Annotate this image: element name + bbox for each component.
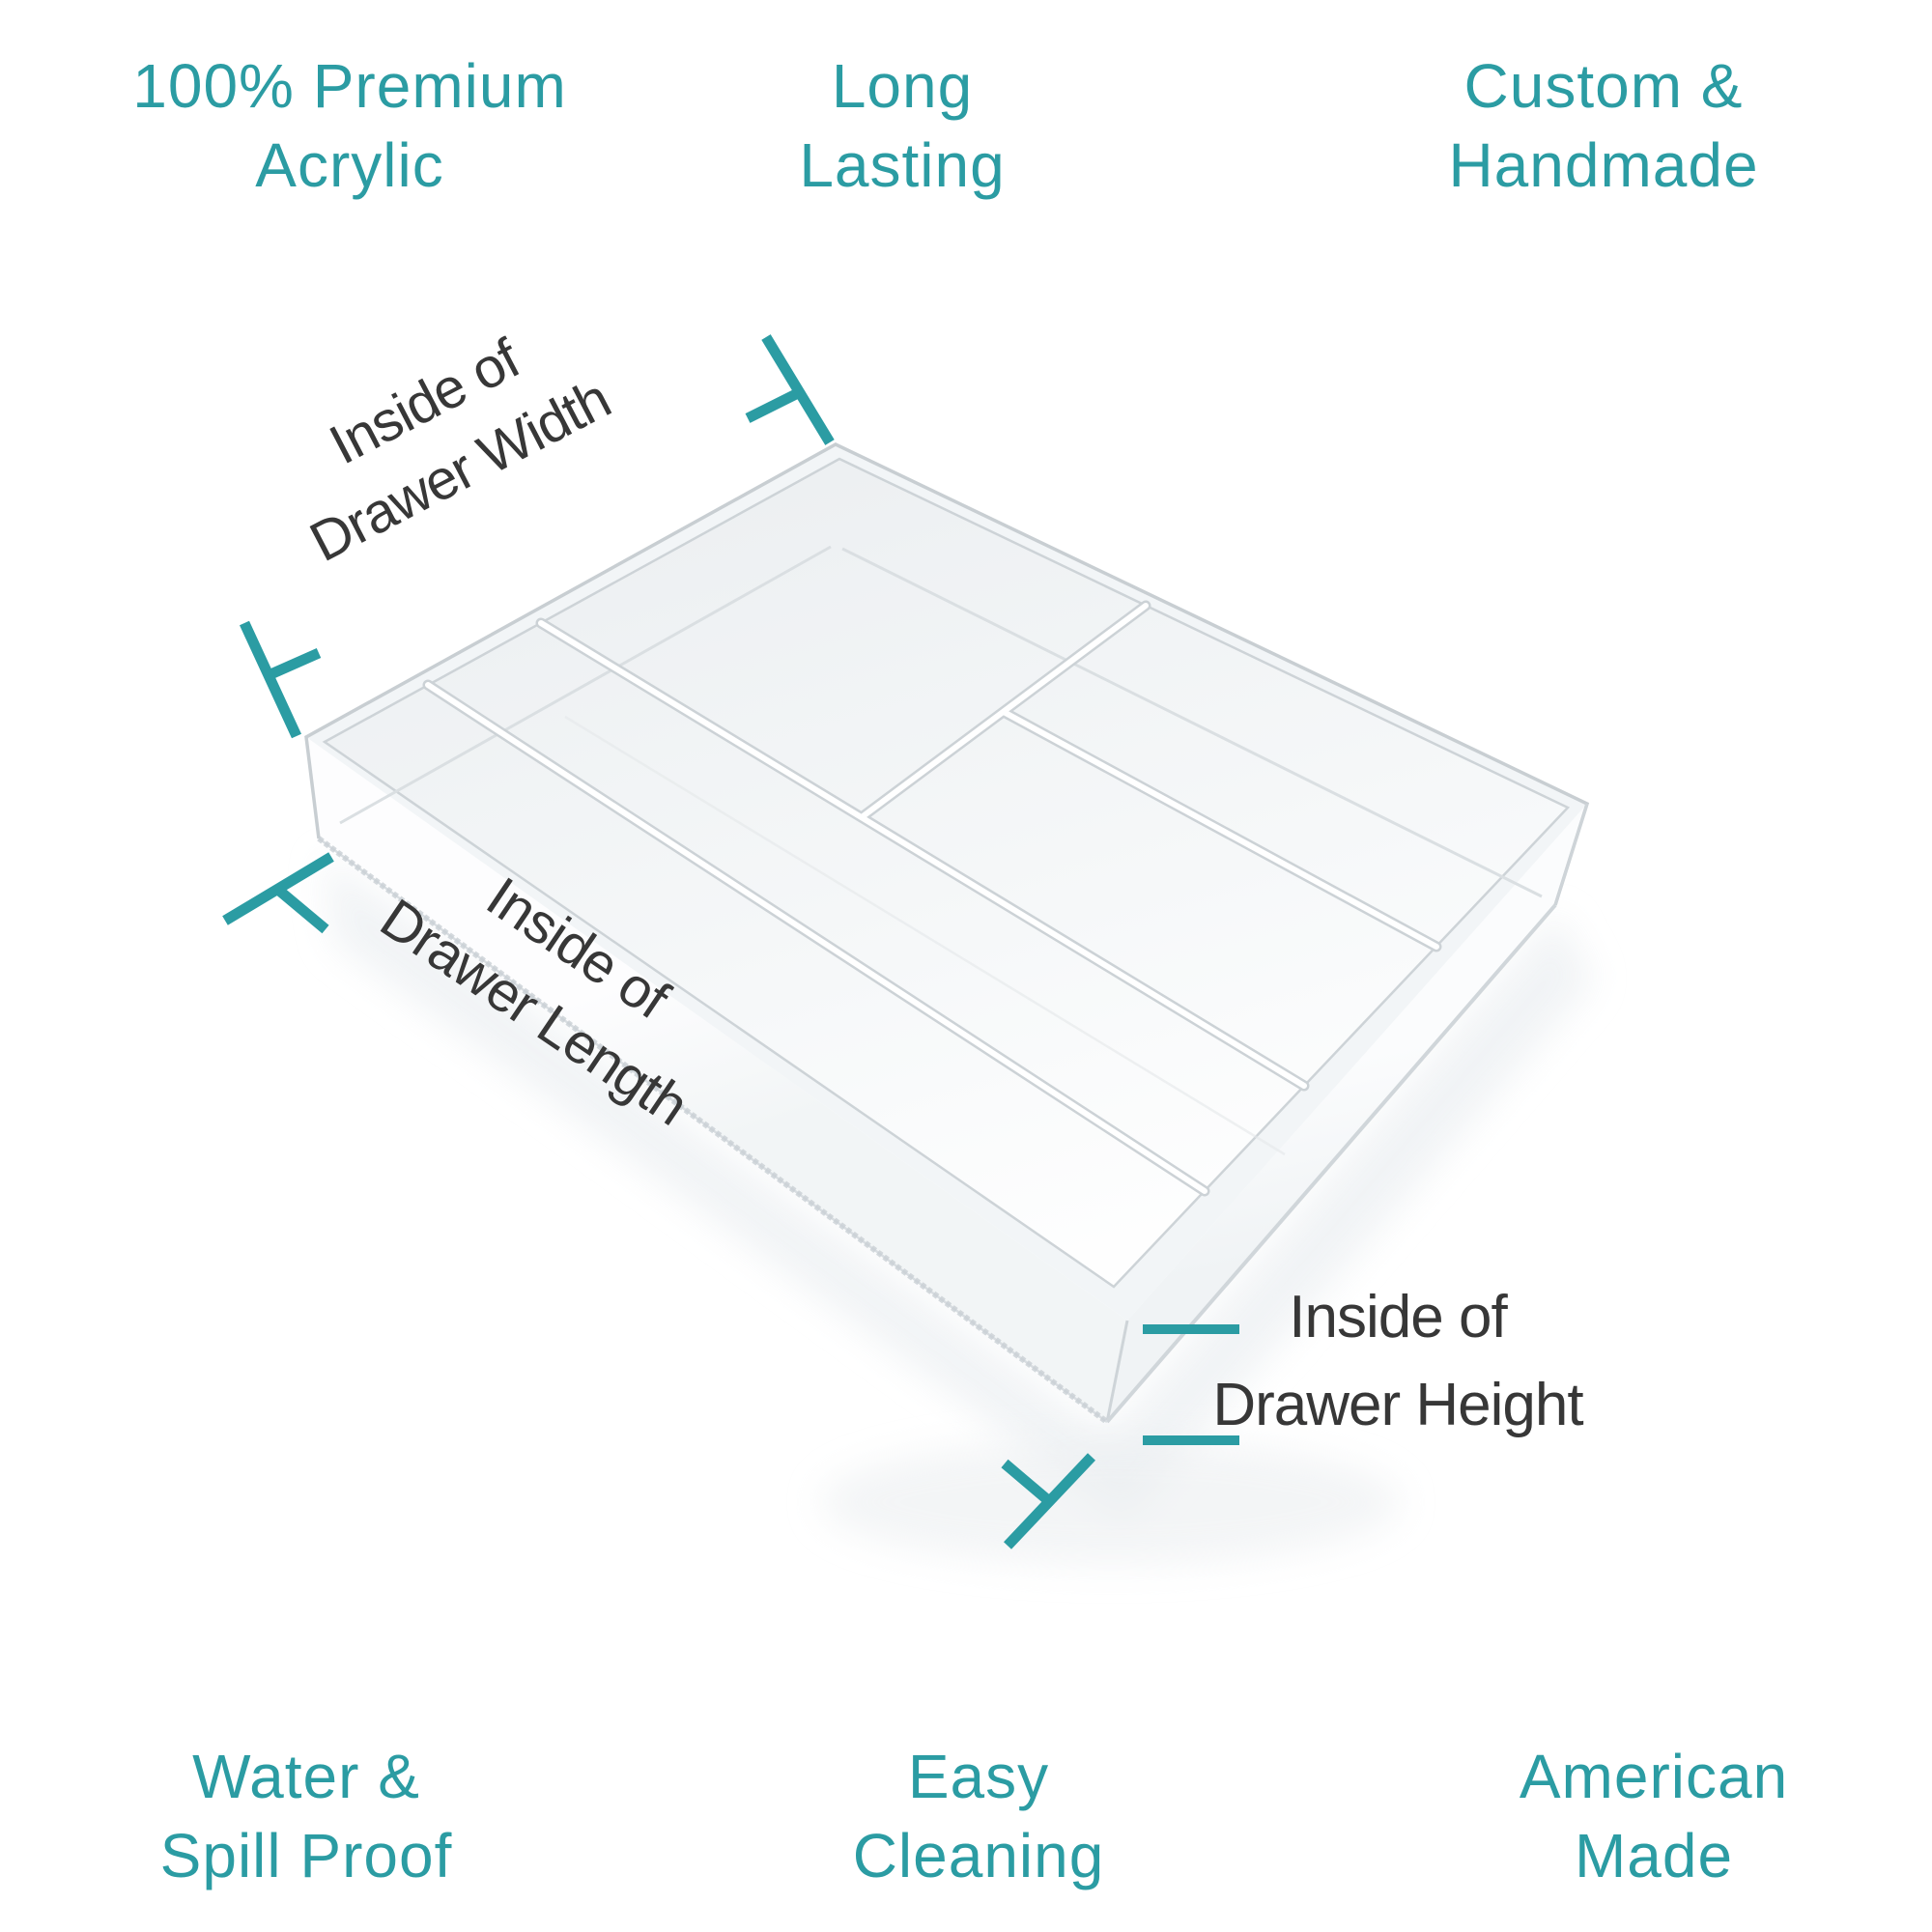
- tray-shadow-reflection: [324, 855, 1594, 1565]
- compartment-dividers: [422, 600, 1442, 1197]
- frosted-bottom-edge: [317, 836, 1109, 1425]
- dimension-label-drawer-height: Inside of Drawer Height: [1127, 1273, 1668, 1449]
- feature-line: American: [1519, 1742, 1789, 1811]
- dimension-line: Drawer Height: [1212, 1372, 1583, 1438]
- feature-line: Acrylic: [255, 130, 444, 200]
- feature-american-made: American Made: [1383, 1737, 1924, 1895]
- feature-line: Lasting: [799, 130, 1006, 200]
- feature-line: Long: [831, 51, 974, 121]
- feature-line: 100% Premium: [132, 51, 567, 121]
- feature-premium-acrylic: 100% Premium Acrylic: [79, 46, 620, 205]
- width-tick-back: [745, 334, 835, 445]
- feature-line: Cleaning: [852, 1821, 1105, 1890]
- feature-easy-cleaning: Easy Cleaning: [708, 1737, 1249, 1895]
- feature-line: Easy: [907, 1742, 1050, 1811]
- dimension-ticks: [222, 334, 1239, 1549]
- dimension-line: Inside of: [1289, 1284, 1507, 1350]
- feature-long-lasting: Long Lasting: [632, 46, 1173, 205]
- length-tick-left: [222, 852, 334, 934]
- floor-junction-lines: [339, 545, 1543, 1156]
- feature-line: Spill Proof: [159, 1821, 453, 1890]
- feature-line: Made: [1574, 1821, 1734, 1890]
- feature-line: Handmade: [1448, 130, 1759, 200]
- tray-outer-edges: [304, 442, 1590, 1425]
- feature-line: Water &: [192, 1742, 420, 1811]
- width-tick-left: [240, 620, 322, 739]
- feature-water-spill-proof: Water & Spill Proof: [36, 1737, 577, 1895]
- feature-custom-handmade: Custom & Handmade: [1333, 46, 1874, 205]
- feature-line: Custom &: [1463, 51, 1744, 121]
- length-tick-front: [1001, 1453, 1095, 1549]
- tray-outer-walls: [306, 737, 1587, 1422]
